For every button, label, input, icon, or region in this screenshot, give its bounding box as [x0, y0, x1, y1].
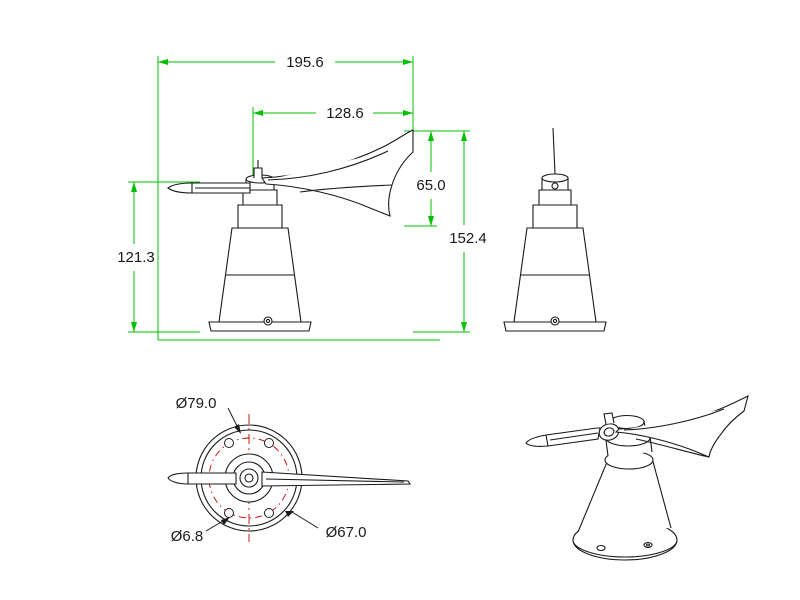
dimension-label-121-3: 121.3: [117, 249, 155, 266]
dimension-label-152-4: 152.4: [449, 230, 487, 247]
top-plan-view: [167, 407, 412, 542]
iso-pin: [603, 412, 615, 425]
dimension-label-195-6: 195.6: [286, 54, 324, 71]
top-view-vane-blade: [261, 471, 412, 487]
top-view-bolt-holes: [224, 438, 274, 518]
front-view-counterweight: [167, 160, 263, 194]
dimension-label-65-0: 65.0: [416, 177, 445, 194]
dimension-label-dia-79-0: Ø79.0: [176, 395, 217, 412]
side-elevation-view: [503, 127, 607, 332]
dimension-label-128-6: 128.6: [326, 105, 364, 122]
isometric-view: [525, 394, 749, 561]
top-view-leader-arrowheads: [221, 424, 294, 525]
front-elevation-view: [128, 56, 470, 341]
front-view-arrowheads: [131, 59, 467, 332]
iso-counterweight: [525, 427, 601, 447]
top-view-counterweight: [167, 472, 237, 485]
top-view-hub: [224, 453, 274, 503]
dimension-label-dia-67-0: Ø67.0: [326, 524, 367, 541]
iso-vane-blade: [614, 394, 749, 458]
dimension-label-dia-6-8: Ø6.8: [171, 528, 204, 545]
front-view-vane-tail: [261, 129, 414, 217]
